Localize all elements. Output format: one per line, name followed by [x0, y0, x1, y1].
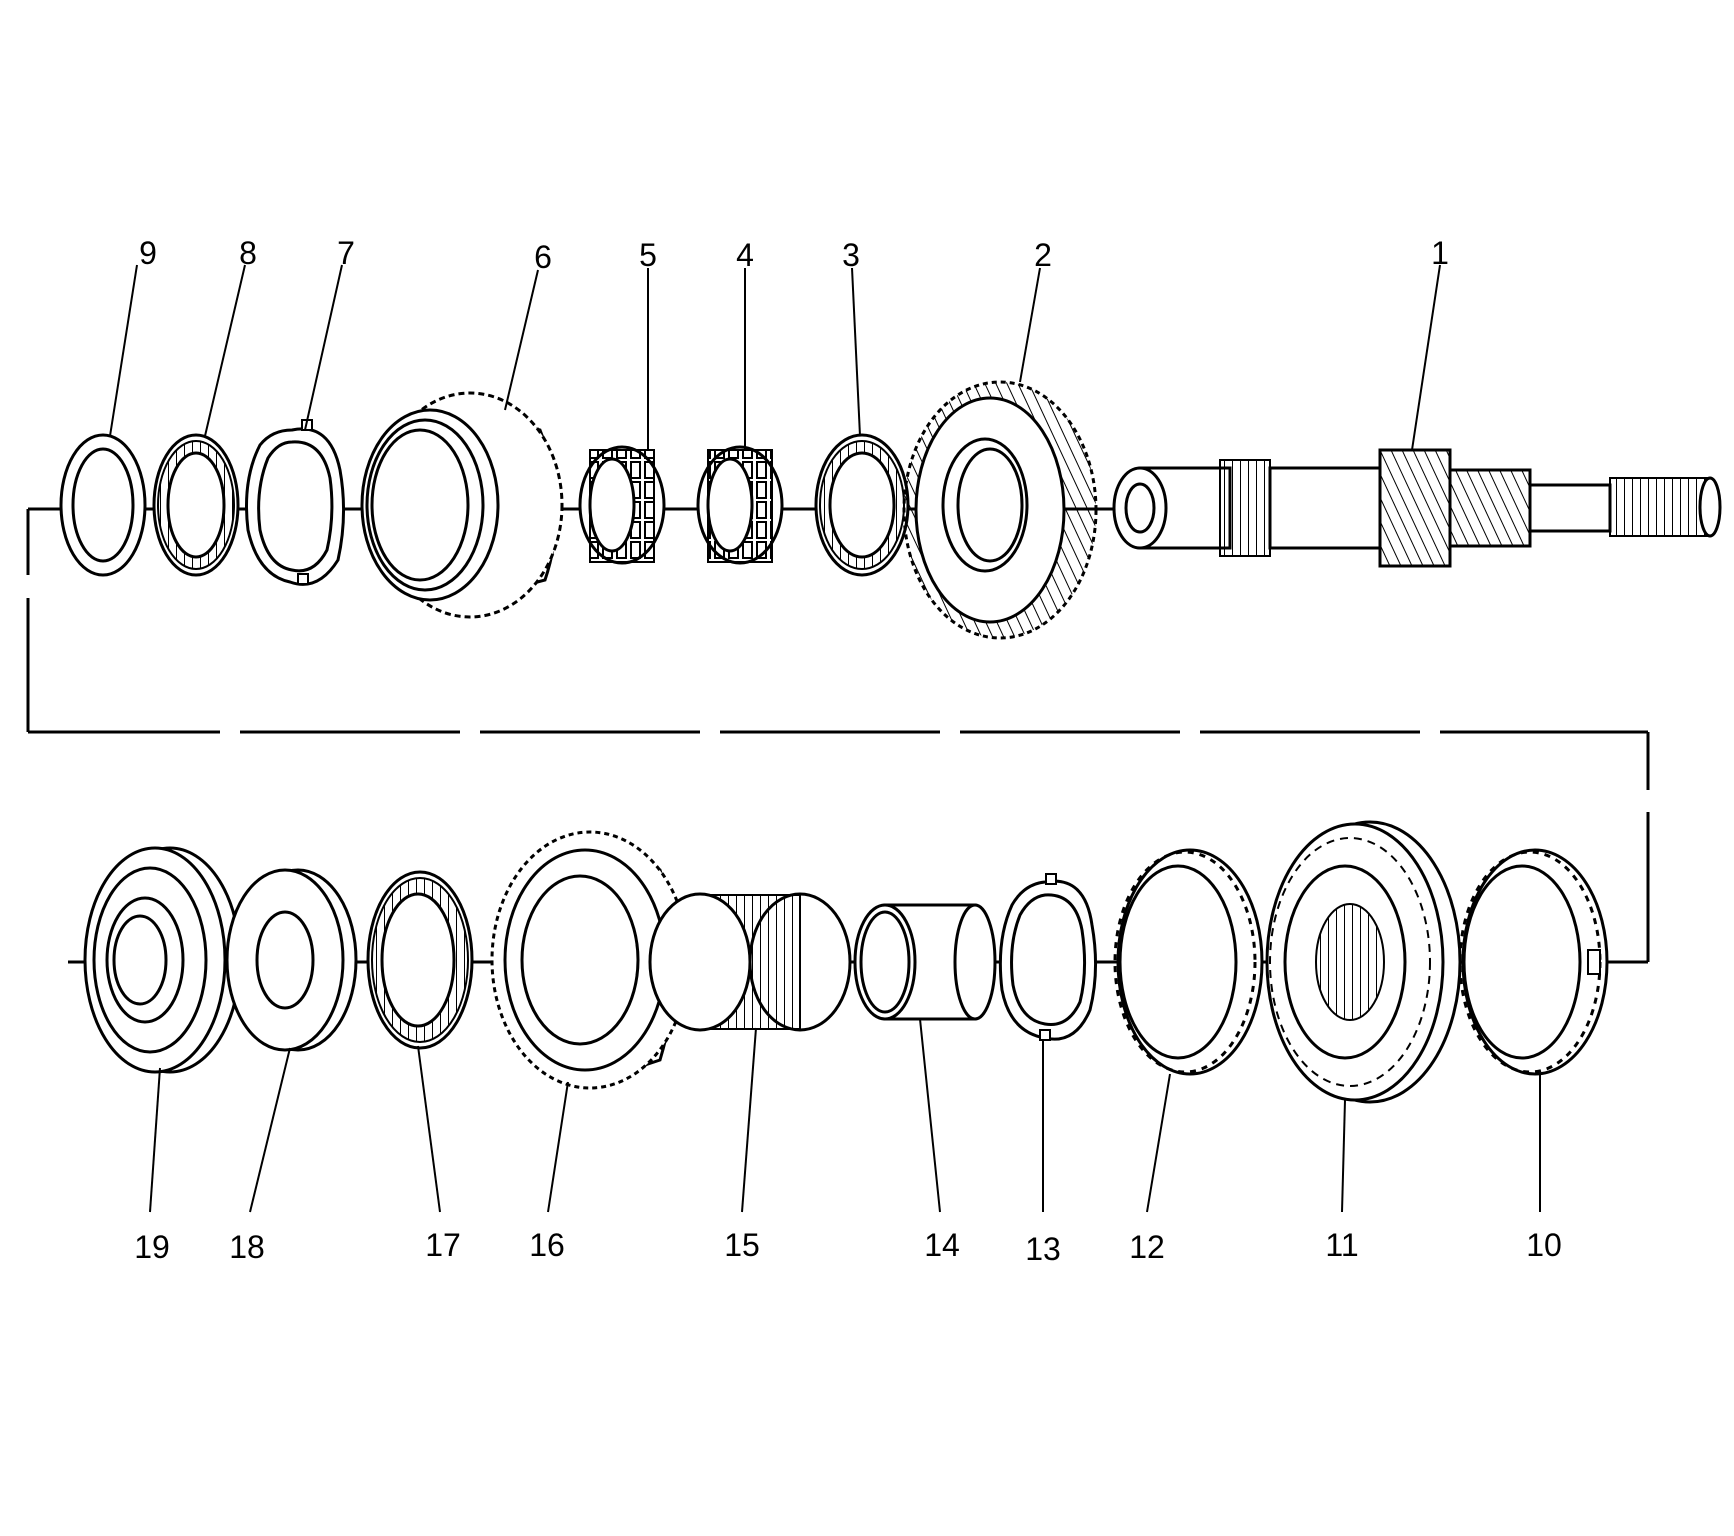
callout-1: 1 — [1431, 235, 1449, 271]
part-9-thrust-washer — [59, 433, 147, 577]
part-10-synchronizer-ring — [1458, 848, 1609, 1076]
upper-callouts: 9 8 7 6 5 4 3 2 1 — [139, 235, 1449, 275]
part-11-synchronizer-assembly — [1265, 820, 1462, 1104]
part-2-helical-gear — [902, 380, 1098, 640]
callout-12: 12 — [1129, 1229, 1165, 1265]
part-1-shaft — [1112, 448, 1722, 568]
callout-15: 15 — [724, 1227, 760, 1263]
callout-10: 10 — [1526, 1227, 1562, 1263]
part-19-ball-bearing — [83, 846, 242, 1074]
part-8-thrust-bearing — [152, 433, 240, 577]
part-17-thrust-bearing — [366, 870, 474, 1050]
part-6-helical-gear — [360, 391, 564, 619]
part-4-needle-bearing — [696, 445, 784, 565]
callout-4: 4 — [736, 237, 754, 273]
callout-18: 18 — [229, 1229, 265, 1265]
callout-8: 8 — [239, 235, 257, 271]
callout-2: 2 — [1034, 237, 1052, 273]
part-5-needle-bearing — [578, 445, 666, 565]
callout-13: 13 — [1025, 1231, 1061, 1267]
part-7-ring — [245, 419, 346, 586]
callout-5: 5 — [639, 237, 657, 273]
callout-7: 7 — [337, 235, 355, 271]
callout-14: 14 — [924, 1227, 960, 1263]
callout-6: 6 — [534, 239, 552, 275]
part-18-thrust-washer — [225, 868, 358, 1052]
callout-3: 3 — [842, 237, 860, 273]
part-15-needle-bearing — [648, 892, 852, 1032]
part-3-thrust-bearing — [814, 433, 910, 577]
lower-callouts: 19 18 17 16 15 14 13 12 11 10 — [134, 1227, 1562, 1267]
callout-19: 19 — [134, 1229, 170, 1265]
part-12-synchronizer-ring — [1113, 848, 1264, 1076]
leader-lines — [109, 264, 1541, 1213]
part-13-ring — [998, 873, 1098, 1041]
callout-9: 9 — [139, 235, 157, 271]
part-14-sleeve — [853, 903, 997, 1021]
callout-11: 11 — [1325, 1227, 1358, 1263]
callout-17: 17 — [425, 1227, 461, 1263]
callout-16: 16 — [529, 1227, 565, 1263]
part-16-helical-gear — [490, 830, 690, 1090]
